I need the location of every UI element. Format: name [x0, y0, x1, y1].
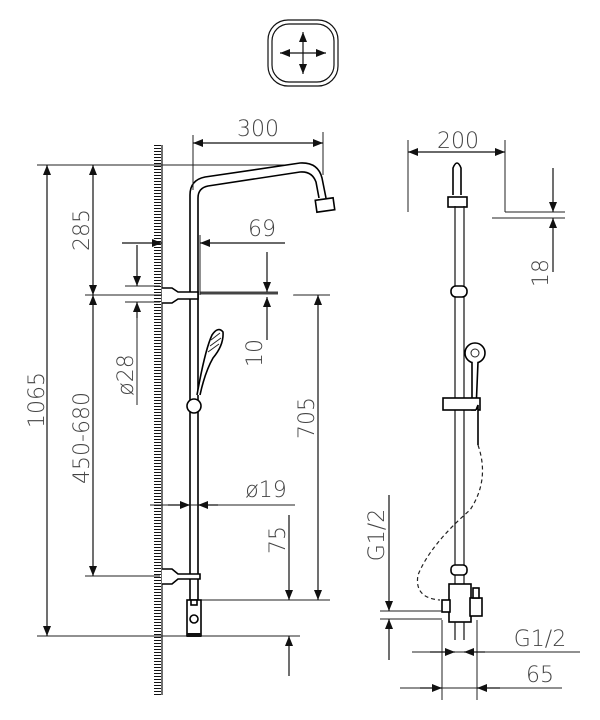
dim-bracket-thickness: 10	[243, 339, 268, 367]
dim-bracket-spacing: 450-680	[70, 392, 95, 484]
dim-total-height: 1065	[25, 372, 50, 428]
dim-mixer-width: 65	[526, 663, 554, 688]
wall-hatch	[154, 145, 161, 695]
side-view: 200 18 G1/2 G1/2 65	[365, 129, 580, 700]
dim-inlet-thread: G1/2	[365, 509, 390, 561]
dim-bracket-diameter: ø28	[114, 354, 139, 395]
dim-top-to-bracket: 285	[70, 209, 95, 251]
dim-bottom-fitting: 75	[266, 526, 291, 554]
cross-arrows-icon	[267, 19, 339, 87]
dim-arm-reach: 300	[237, 117, 279, 142]
dim-bracket-to-bottom: 705	[295, 397, 320, 439]
dim-wall-offset: 69	[248, 217, 276, 242]
dim-head-thickness: 18	[529, 259, 554, 287]
front-view: 300 1065 285 450-680 ø28 69 10 705 ø19 7…	[25, 117, 336, 695]
dim-outlet-thread: G1/2	[514, 627, 566, 652]
dim-head-depth: 200	[437, 129, 479, 154]
dim-rod-diameter: ø19	[245, 478, 286, 503]
